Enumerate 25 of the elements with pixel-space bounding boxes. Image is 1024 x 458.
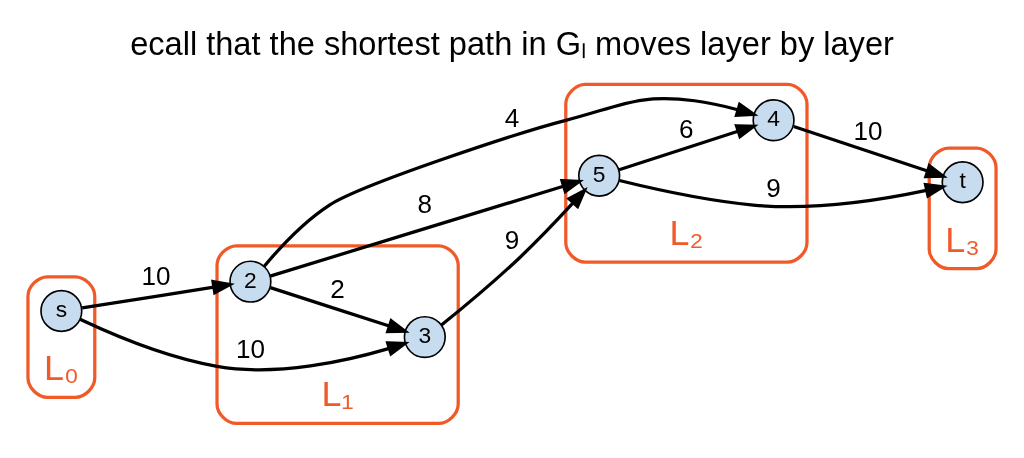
edge-label: 9 bbox=[766, 172, 781, 203]
arrow bbox=[81, 279, 235, 310]
edge-label: 8 bbox=[417, 188, 433, 219]
edge-label: 2 bbox=[330, 273, 345, 304]
node-circle: s bbox=[40, 289, 83, 332]
arrow bbox=[619, 178, 948, 208]
arrow bbox=[793, 124, 948, 178]
edge-label: 10 bbox=[235, 333, 265, 364]
node-circle: 4 bbox=[752, 98, 795, 141]
arrow bbox=[269, 285, 410, 333]
node-circle: 2 bbox=[229, 259, 272, 303]
node-circle: t bbox=[941, 160, 984, 203]
arrow bbox=[618, 123, 759, 171]
edge-label: 10 bbox=[853, 115, 883, 146]
arrow bbox=[440, 186, 588, 326]
diagram-title: ecall that the shortest path in Gₗ moves layer by layer bbox=[130, 24, 894, 62]
node-circle: 3 bbox=[403, 315, 446, 358]
edge-label: 9 bbox=[504, 224, 520, 255]
edge-label: 6 bbox=[679, 113, 694, 144]
edge-label: 4 bbox=[504, 102, 520, 132]
arrow bbox=[79, 317, 410, 371]
arrow bbox=[263, 96, 759, 267]
node-circle: 5 bbox=[578, 154, 621, 197]
edge-label: 10 bbox=[141, 260, 171, 291]
arrow bbox=[269, 178, 584, 278]
